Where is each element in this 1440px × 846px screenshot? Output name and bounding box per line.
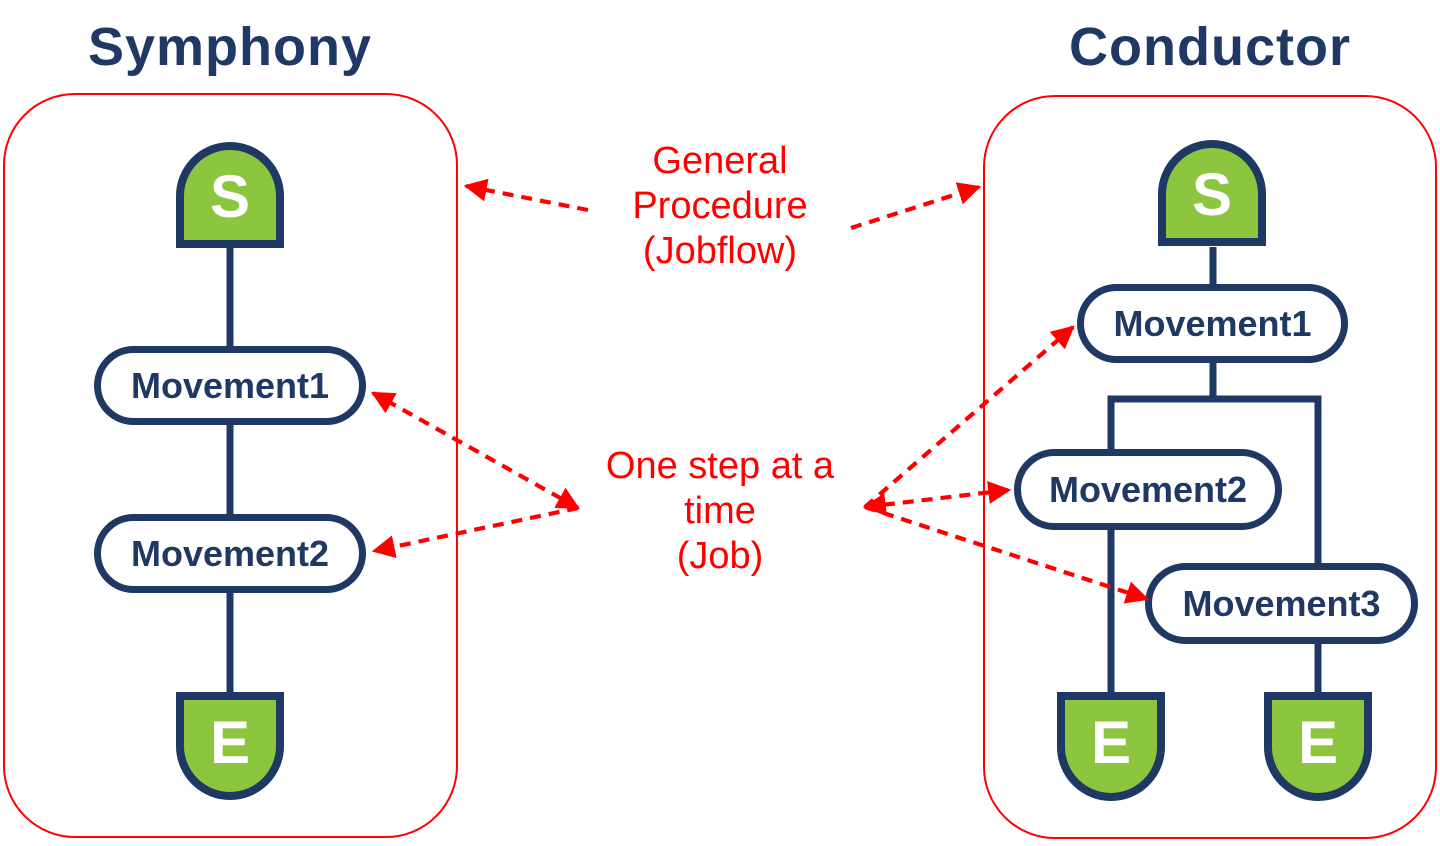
- conductor-end-label-1: E: [1090, 709, 1132, 776]
- one-step-line3: (Job): [676, 535, 764, 577]
- general-procedure-line3: (Jobflow): [642, 230, 798, 272]
- conductor-movement1-node: Movement1: [1077, 284, 1348, 363]
- symphony-movement1-label: Movement1: [130, 364, 330, 406]
- conductor-movement1-label: Movement1: [1113, 302, 1312, 344]
- conductor-start-label: S: [1191, 160, 1233, 228]
- general-procedure-annotation: General Procedure (Jobflow): [560, 139, 880, 274]
- symphony-movement2-node: Movement2: [94, 514, 366, 593]
- symphony-end-label: E: [209, 708, 251, 776]
- symphony-start-node: S: [176, 142, 284, 248]
- general-procedure-line1: General: [652, 140, 788, 182]
- symphony-movement2-label: Movement2: [130, 532, 330, 574]
- conductor-movement2-node: Movement2: [1014, 449, 1282, 530]
- symphony-end-node: E: [176, 692, 284, 800]
- one-step-annotation: One step at a time (Job): [560, 444, 880, 579]
- conductor-movement2-label: Movement2: [1048, 468, 1248, 510]
- symphony-movement1-node: Movement1: [94, 346, 366, 425]
- conductor-movement3-label: Movement3: [1182, 582, 1381, 624]
- one-step-line2: time: [684, 490, 756, 532]
- conductor-movement3-node: Movement3: [1145, 563, 1418, 644]
- symphony-start-label: S: [209, 162, 251, 230]
- conductor-end-node-2: E: [1264, 692, 1372, 801]
- symphony-title: Symphony: [87, 17, 373, 77]
- one-step-line1: One step at a: [605, 445, 835, 487]
- conductor-end-label-2: E: [1297, 709, 1339, 776]
- conductor-title: Conductor: [1069, 17, 1351, 77]
- conductor-start-node: S: [1158, 140, 1266, 246]
- conductor-end-node-1: E: [1057, 692, 1165, 801]
- general-procedure-line2: Procedure: [632, 185, 808, 227]
